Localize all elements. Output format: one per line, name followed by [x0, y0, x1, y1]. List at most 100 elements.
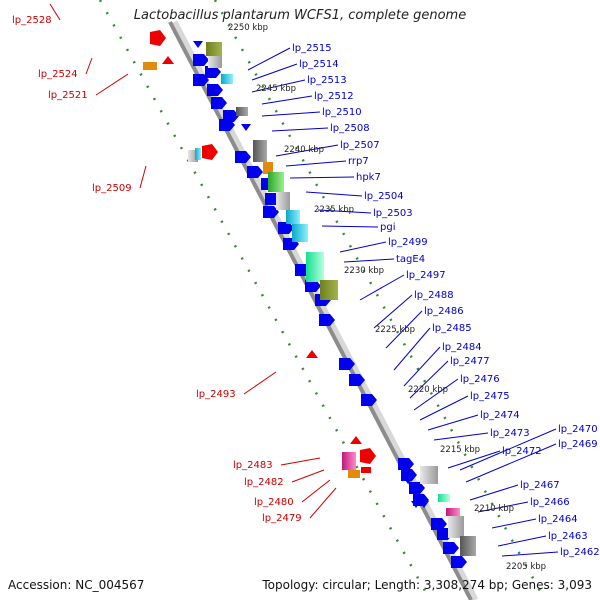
forward-gene-label[interactable]: lp_2463	[548, 531, 588, 542]
forward-gene-arrow[interactable]	[419, 501, 429, 508]
forward-gene-arrow[interactable]	[409, 482, 425, 494]
cog-feature-box[interactable]	[420, 466, 438, 484]
forward-gene-label[interactable]: lp_2510	[322, 107, 362, 118]
cog-feature-box[interactable]	[236, 107, 248, 116]
reverse-label-leader	[291, 469, 325, 483]
forward-gene-label[interactable]: lp_2504	[364, 191, 404, 202]
cog-feature-box[interactable]	[292, 224, 308, 242]
forward-gene-arrow[interactable]	[193, 74, 209, 86]
forward-gene-arrow[interactable]	[403, 477, 413, 484]
forward-gene-label[interactable]: lp_2470	[558, 424, 598, 435]
forward-gene-label[interactable]: lp_2474	[480, 410, 520, 421]
forward-gene-arrow[interactable]	[451, 556, 467, 568]
forward-gene-label[interactable]: lp_2503	[373, 208, 413, 219]
reverse-gene-arrow[interactable]	[150, 30, 166, 46]
forward-gene-label[interactable]: lp_2515	[292, 43, 332, 54]
forward-gene-arrow[interactable]	[219, 119, 235, 131]
forward-gene-label[interactable]: lp_2462	[560, 547, 600, 558]
forward-gene-label[interactable]: hpk7	[356, 172, 381, 183]
reverse-gene-arrow[interactable]	[360, 448, 376, 464]
forward-gene-label[interactable]: lp_2469	[558, 439, 598, 450]
forward-gene-arrow[interactable]	[398, 458, 414, 470]
forward-gene-label[interactable]: lp_2485	[432, 323, 472, 334]
forward-gene-label[interactable]: lp_2497	[406, 270, 446, 281]
cog-feature-box[interactable]	[143, 62, 157, 70]
reverse-gene-arrow[interactable]	[306, 350, 318, 358]
forward-gene-label[interactable]: lp_2473	[490, 428, 530, 439]
cog-feature-box[interactable]	[276, 192, 290, 210]
forward-gene-label[interactable]: lp_2507	[340, 140, 380, 151]
forward-gene-label[interactable]: lp_2514	[299, 59, 339, 70]
reverse-gene-label[interactable]: lp_2521	[48, 90, 88, 101]
forward-gene-label[interactable]: lp_2466	[530, 497, 570, 508]
forward-gene-label[interactable]: lp_2499	[388, 237, 428, 248]
cog-feature-box[interactable]	[448, 516, 464, 538]
cog-feature-box[interactable]	[268, 172, 284, 192]
forward-gene-arrow[interactable]	[193, 54, 209, 66]
cog-feature-box[interactable]	[348, 470, 360, 478]
reverse-gene-label[interactable]: lp_2483	[233, 460, 273, 471]
cog-feature-box[interactable]	[253, 140, 267, 162]
forward-gene-label[interactable]: lp_2488	[414, 290, 454, 301]
forward-gene-arrow[interactable]	[193, 41, 203, 48]
cog-feature-box[interactable]	[438, 494, 450, 502]
cog-feature-box[interactable]	[460, 536, 476, 556]
forward-gene-arrow[interactable]	[207, 84, 223, 96]
scale-tick-label: 2250 kbp	[228, 23, 268, 33]
forward-gene-label[interactable]: lp_2512	[314, 91, 354, 102]
cog-feature-box[interactable]	[208, 56, 222, 68]
forward-gene-label[interactable]: pgi	[380, 222, 395, 233]
forward-gene-label[interactable]: lp_2472	[502, 446, 542, 457]
cog-feature-box[interactable]	[221, 74, 233, 84]
cog-feature-box[interactable]	[320, 280, 338, 300]
forward-gene-label[interactable]: lp_2467	[520, 480, 560, 491]
forward-gene-label[interactable]: lp_2477	[450, 356, 490, 367]
forward-label-leader	[261, 111, 321, 117]
forward-gene-arrow[interactable]	[235, 151, 251, 163]
reverse-gene-arrow[interactable]	[202, 144, 218, 160]
scale-tick-label: 2205 kbp	[506, 562, 546, 572]
reverse-gene-label[interactable]: lp_2509	[92, 183, 132, 194]
forward-gene-arrow[interactable]	[247, 166, 263, 178]
cog-feature-box[interactable]	[306, 252, 324, 282]
forward-gene-label[interactable]: rrp7	[348, 156, 369, 167]
forward-gene-arrow[interactable]	[211, 97, 227, 109]
reverse-gene-label[interactable]: lp_2528	[12, 15, 52, 26]
cog-feature-box[interactable]	[263, 162, 273, 174]
forward-gene-arrow[interactable]	[319, 314, 335, 326]
reverse-gene-arrow[interactable]	[162, 56, 174, 64]
cog-feature-box[interactable]	[286, 210, 300, 224]
forward-gene-label[interactable]: lp_2513	[307, 75, 347, 86]
forward-gene-arrow[interactable]	[411, 501, 421, 508]
reverse-gene-label[interactable]: lp_2482	[244, 477, 284, 488]
reverse-label-leader	[301, 479, 331, 503]
forward-gene-label[interactable]: tagE4	[396, 254, 425, 265]
forward-gene-arrow[interactable]	[349, 374, 365, 386]
forward-gene-arrow[interactable]	[305, 280, 321, 292]
forward-gene-arrow[interactable]	[263, 206, 279, 218]
reverse-gene-arrow[interactable]	[350, 436, 362, 444]
cog-feature-box[interactable]	[446, 508, 460, 516]
reverse-gene-label[interactable]: lp_2493	[196, 389, 236, 400]
forward-gene-arrow[interactable]	[241, 124, 251, 131]
forward-gene-label[interactable]: lp_2484	[442, 342, 482, 353]
forward-gene-label[interactable]: lp_2475	[470, 391, 510, 402]
cog-feature-box[interactable]	[195, 148, 201, 160]
reverse-gene-label[interactable]: lp_2524	[38, 69, 78, 80]
cog-feature-box[interactable]	[206, 42, 222, 56]
forward-gene-label[interactable]: lp_2476	[460, 374, 500, 385]
cog-feature-box[interactable]	[342, 452, 356, 470]
reverse-gene-label[interactable]: lp_2479	[262, 513, 302, 524]
forward-gene-label[interactable]: lp_2508	[330, 123, 370, 134]
forward-gene-arrow[interactable]	[205, 66, 221, 78]
forward-gene-arrow[interactable]	[443, 542, 459, 554]
forward-gene-arrow[interactable]	[339, 358, 355, 370]
reverse-gene-label[interactable]: lp_2480	[254, 497, 294, 508]
forward-gene-arrow[interactable]	[361, 394, 377, 406]
cog-feature-box[interactable]	[188, 150, 198, 162]
forward-gene-arrow[interactable]	[278, 222, 294, 234]
forward-gene-arrow[interactable]	[431, 518, 447, 530]
forward-gene-label[interactable]: lp_2486	[424, 306, 464, 317]
forward-gene-label[interactable]: lp_2464	[538, 514, 578, 525]
reverse-gene-arrow[interactable]	[361, 467, 371, 473]
